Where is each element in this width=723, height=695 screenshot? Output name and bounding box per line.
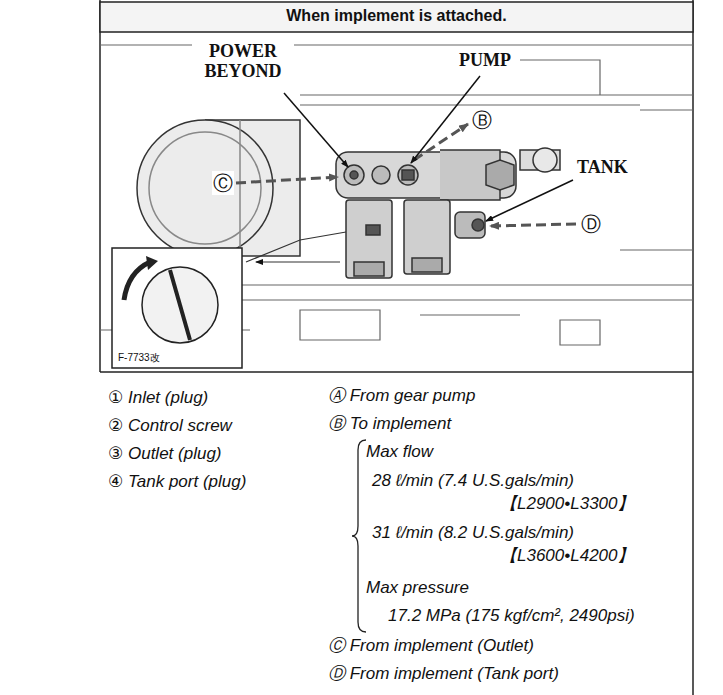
spec-heading: Max pressure: [366, 578, 469, 598]
legend-item: Ⓑ To implement: [328, 414, 451, 434]
spec-heading: Max flow: [366, 442, 433, 462]
legend-item: Ⓐ From gear pump: [328, 386, 475, 406]
callout-letter: Ⓓ: [580, 212, 602, 236]
chassis-lines: [100, 45, 693, 345]
legend-item: ③ Outlet (plug): [108, 444, 222, 464]
brace: [352, 440, 366, 632]
part-label: PUMP: [458, 50, 512, 72]
title: When implement is attached.: [100, 6, 693, 25]
figure-number: F-7733改: [117, 352, 161, 364]
wire: [256, 261, 340, 262]
frame-line: [99, 0, 101, 372]
spec-value: 28 ℓ/min (7.4 U.S.gals/min): [372, 471, 574, 491]
leader-line: [284, 76, 573, 221]
legend-item: ② Control screw: [108, 416, 232, 436]
model-list: 【L3600•L4200】: [500, 546, 635, 566]
part-label: POWER BEYOND: [192, 42, 294, 82]
control-screw-inset: [112, 248, 242, 368]
legend-item: ① Inlet (plug): [108, 388, 208, 408]
frame-line: [692, 0, 694, 695]
frame-line: [100, 371, 693, 373]
wire: [246, 232, 346, 262]
spec-value: 31 ℓ/min (8.2 U.S.gals/min): [372, 523, 574, 543]
legend-item: ④ Tank port (plug): [108, 472, 246, 492]
model-list: 【L2900•L3300】: [500, 494, 635, 514]
callout-letter: Ⓒ: [212, 171, 234, 195]
spec-value: 17.2 MPa (175 kgf/cm², 2490psi): [388, 606, 635, 626]
legend-item: Ⓒ From implement (Outlet): [328, 636, 534, 656]
filter-cylinder: [137, 120, 300, 256]
legend-item: Ⓓ From implement (Tank port): [328, 664, 559, 684]
solenoid-valve: [346, 200, 450, 278]
part-label: TANK: [576, 157, 629, 179]
callout-letter: Ⓑ: [471, 108, 493, 132]
flow-arrow: [236, 124, 576, 226]
title-band: [100, 2, 693, 32]
